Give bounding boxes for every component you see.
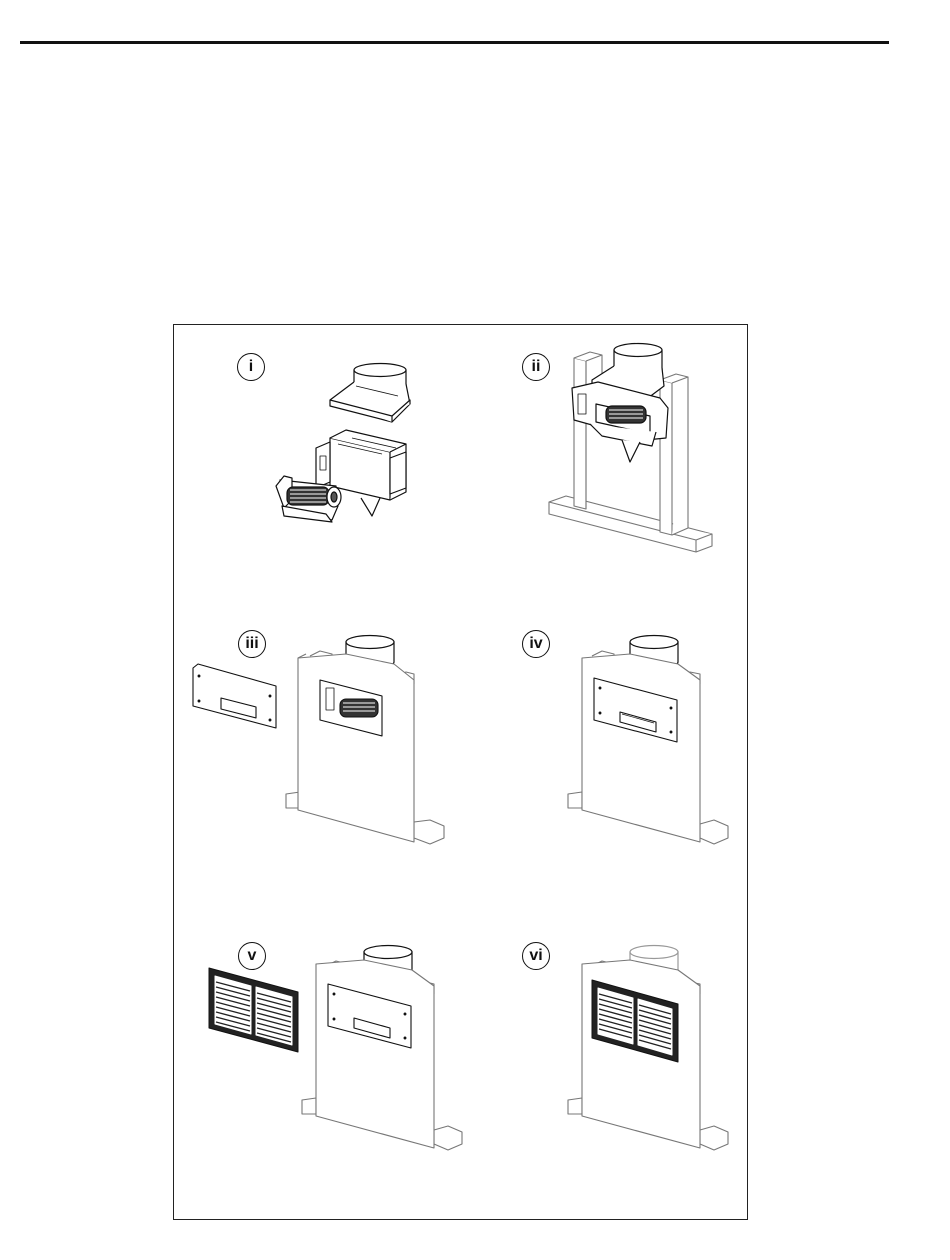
step-vi-illustration [0,0,950,1260]
